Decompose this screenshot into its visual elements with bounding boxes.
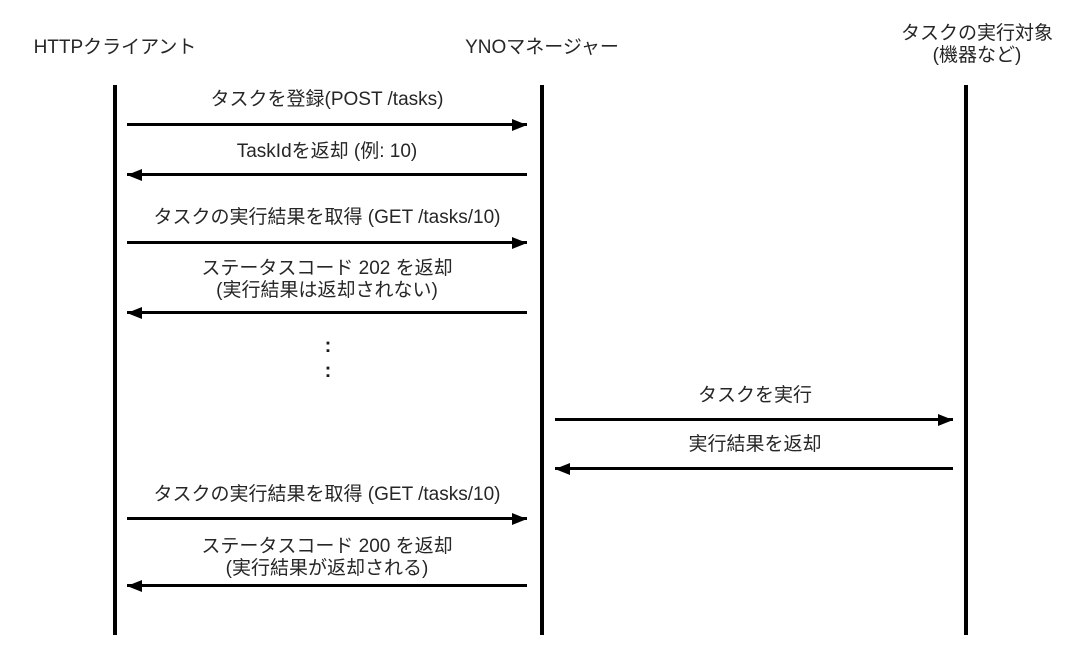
message-label-execute-task: タスクを実行 — [697, 385, 813, 406]
lifeline-yno-manager — [540, 85, 544, 635]
vertical-ellipsis: : : — [325, 334, 332, 384]
arrow-right-icon — [127, 123, 527, 126]
message-label-get-result-1: タスクの実行結果を取得 (GET /tasks/10) — [153, 207, 501, 228]
arrow-left-icon — [127, 584, 527, 587]
arrow-left-icon — [555, 467, 953, 470]
actor-label-task-target-line2: (機器など) — [932, 45, 1022, 66]
message-label-status-200-line1: ステータスコード 200 を返却 — [201, 536, 453, 557]
arrow-right-icon — [127, 241, 527, 244]
arrow-right-icon — [127, 517, 527, 520]
arrow-left-icon — [127, 173, 527, 176]
actor-label-yno-manager: YNOマネージャー — [465, 37, 619, 58]
message-label-status-200-line2: (実行結果が返却される) — [225, 558, 429, 579]
message-label-status-202-line1: ステータスコード 202 を返却 — [201, 258, 453, 279]
message-label-status-202-line2: (実行結果は返却されない) — [216, 280, 438, 301]
message-label-return-taskid: TaskIdを返却 (例: 10) — [236, 141, 418, 162]
message-label-get-result-2: タスクの実行結果を取得 (GET /tasks/10) — [153, 484, 501, 505]
lifeline-task-target — [964, 85, 968, 635]
actor-label-task-target-line1: タスクの実行対象 — [900, 23, 1054, 44]
message-label-status-202: ステータスコード 202 を返却 (実行結果は返却されない) — [201, 258, 452, 302]
lifeline-http-client — [113, 85, 117, 635]
vertical-ellipsis-dot-group: : — [324, 360, 332, 382]
arrow-right-icon — [555, 418, 953, 421]
arrow-left-icon — [127, 311, 527, 314]
actor-label-http-client: HTTPクライアント — [33, 37, 197, 58]
message-label-status-200: ステータスコード 200 を返却 (実行結果が返却される) — [201, 536, 452, 580]
actor-label-task-target: タスクの実行対象 (機器など) — [901, 23, 1053, 67]
message-label-return-result: 実行結果を返却 — [688, 434, 822, 455]
vertical-ellipsis-dot-group: : — [324, 335, 332, 357]
message-label-register-task: タスクを登録(POST /tasks) — [210, 89, 444, 110]
